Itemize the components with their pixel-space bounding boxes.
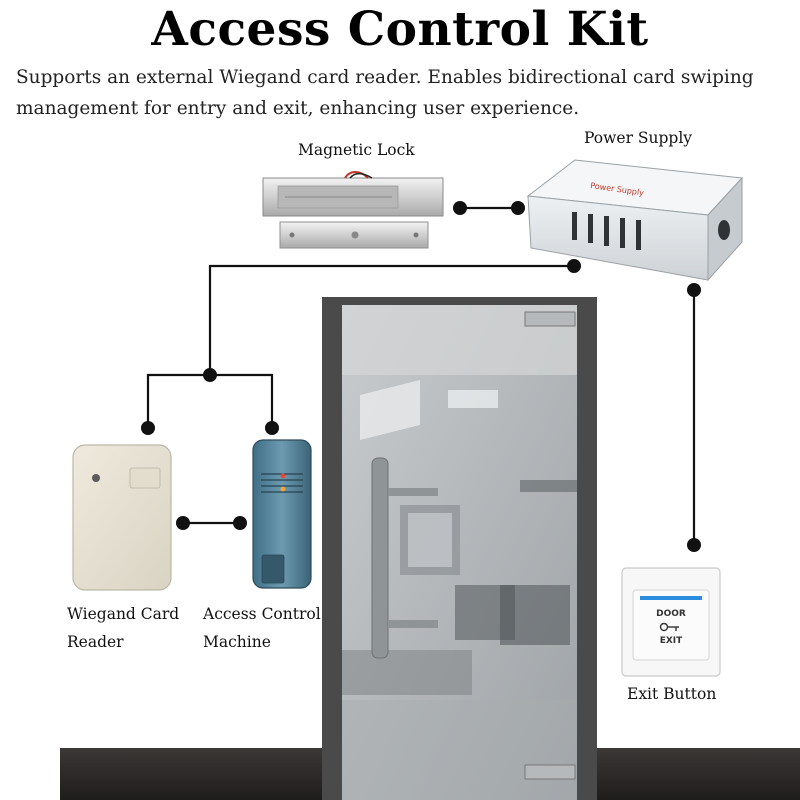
junction-dot [233,516,247,530]
access-machine-label-line1: Access Control [203,605,321,623]
junction-dot [453,201,467,215]
access-control-machine-image [252,439,312,589]
junction-dot [687,283,701,297]
access-machine-label: Access Control Machine [203,600,321,656]
power-supply-label: Power Supply [584,129,693,147]
exit-plate-exit-text: EXIT [660,636,683,646]
wire-junctions [141,201,701,552]
access-machine-label-line2: Machine [203,633,271,651]
exit-plate-door-text: DOOR [656,609,686,619]
key-icon [659,622,679,632]
wiegand-reader-label-line2: Reader [67,633,124,651]
exit-led-strip [640,596,702,600]
junction-dot [567,259,581,273]
page-title: Access Control Kit [151,2,649,57]
junction-dot [687,538,701,552]
wire-power-to-controllers [208,264,574,375]
junction-dot [203,368,217,382]
wire-split-to-reader-and-machine [146,373,274,428]
junction-dot [265,421,279,435]
door [322,297,597,800]
top-hinge [524,311,576,327]
bottom-hinge [524,764,576,780]
power-supply-image: Power Supply [526,159,744,282]
door-handle [371,457,389,659]
junction-dot [176,516,190,530]
exit-button-label: Exit Button [627,685,717,703]
page-subtitle: Supports an external Wiegand card reader… [16,67,754,119]
wiegand-reader-image [72,444,172,591]
magnetic-lock-label: Magnetic Lock [298,141,415,159]
exit-button-image: DOOR EXIT [621,567,721,677]
wiegand-reader-label-line1: Wiegand Card [67,605,180,623]
junction-dot [141,421,155,435]
wiegand-reader-label: Wiegand Card Reader [67,600,179,656]
magnetic-lock-image [262,171,444,249]
junction-dot [511,201,525,215]
